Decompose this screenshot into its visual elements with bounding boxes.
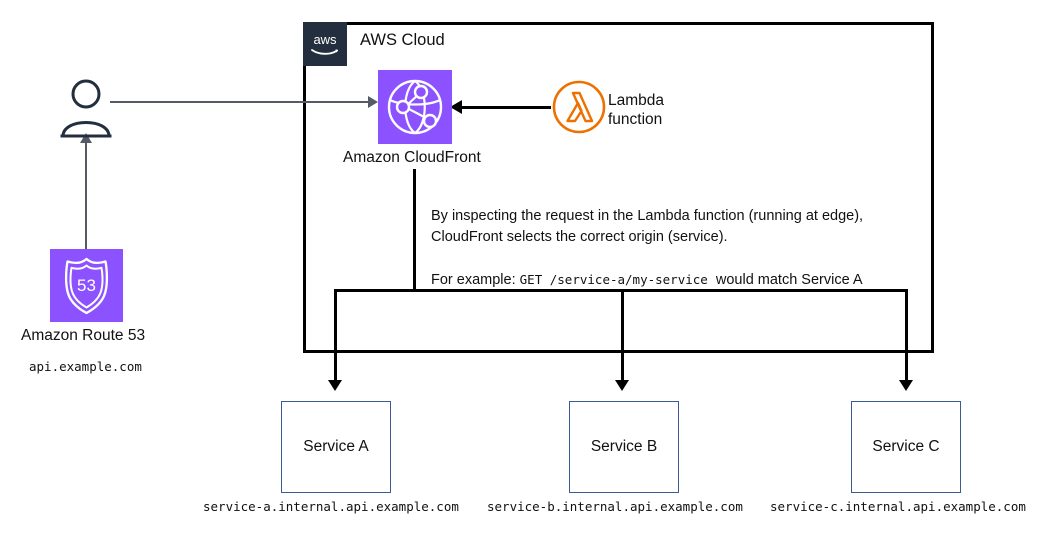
connector-drop-service-a [334, 289, 337, 381]
example-prefix: For example: [431, 272, 516, 288]
service-box-c: Service C [851, 401, 961, 493]
cloudfront-globe-icon [378, 70, 452, 144]
route53-domain-label: api.example.com [29, 359, 142, 374]
connector-user-to-cloudfront [110, 101, 372, 103]
arrow-head-service-b-icon [615, 380, 629, 391]
aws-cloud-label: AWS Cloud [360, 31, 445, 49]
cloudfront-label: Amazon CloudFront [343, 149, 481, 166]
user-icon [60, 78, 112, 138]
arrow-head-service-a-icon [328, 380, 342, 391]
service-domain-c: service-c.internal.api.example.com [770, 499, 1026, 514]
arrow-head-to-user-icon [80, 133, 92, 143]
route53-shield-icon: 53 [50, 249, 123, 322]
service-domain-a: service-a.internal.api.example.com [203, 499, 459, 514]
service-box-a: Service A [281, 401, 391, 493]
connector-route53-to-user [85, 141, 87, 249]
connector-lambda-to-cloudfront [461, 106, 551, 109]
example-code: GET /service-a/my-service [519, 272, 708, 287]
aws-logo-icon: aws [303, 22, 347, 66]
lambda-function-label: Lambda function [608, 92, 665, 128]
arrow-head-service-c-icon [899, 380, 913, 391]
svg-text:aws: aws [313, 32, 337, 47]
connector-cloudfront-drop [413, 169, 416, 291]
description-example: For example: GET /service-a/my-service w… [431, 269, 891, 291]
example-suffix: would match Service A [715, 272, 863, 288]
description-paragraph: By inspecting the request in the Lambda … [431, 208, 864, 245]
description-spacer [431, 248, 891, 269]
connector-drop-service-c [905, 289, 908, 381]
route53-label: Amazon Route 53 [21, 327, 146, 344]
lambda-icon [551, 79, 607, 135]
service-domain-b: service-b.internal.api.example.com [487, 499, 743, 514]
aws-cloud-group-boundary [303, 22, 934, 353]
arrow-head-to-cloudfront-icon [368, 96, 378, 108]
svg-text:53: 53 [77, 276, 96, 295]
arrow-head-to-cloudfront-from-lambda-icon [450, 100, 462, 114]
routing-description: By inspecting the request in the Lambda … [431, 206, 891, 291]
service-box-b: Service B [569, 401, 679, 493]
connector-drop-service-b [621, 289, 624, 381]
